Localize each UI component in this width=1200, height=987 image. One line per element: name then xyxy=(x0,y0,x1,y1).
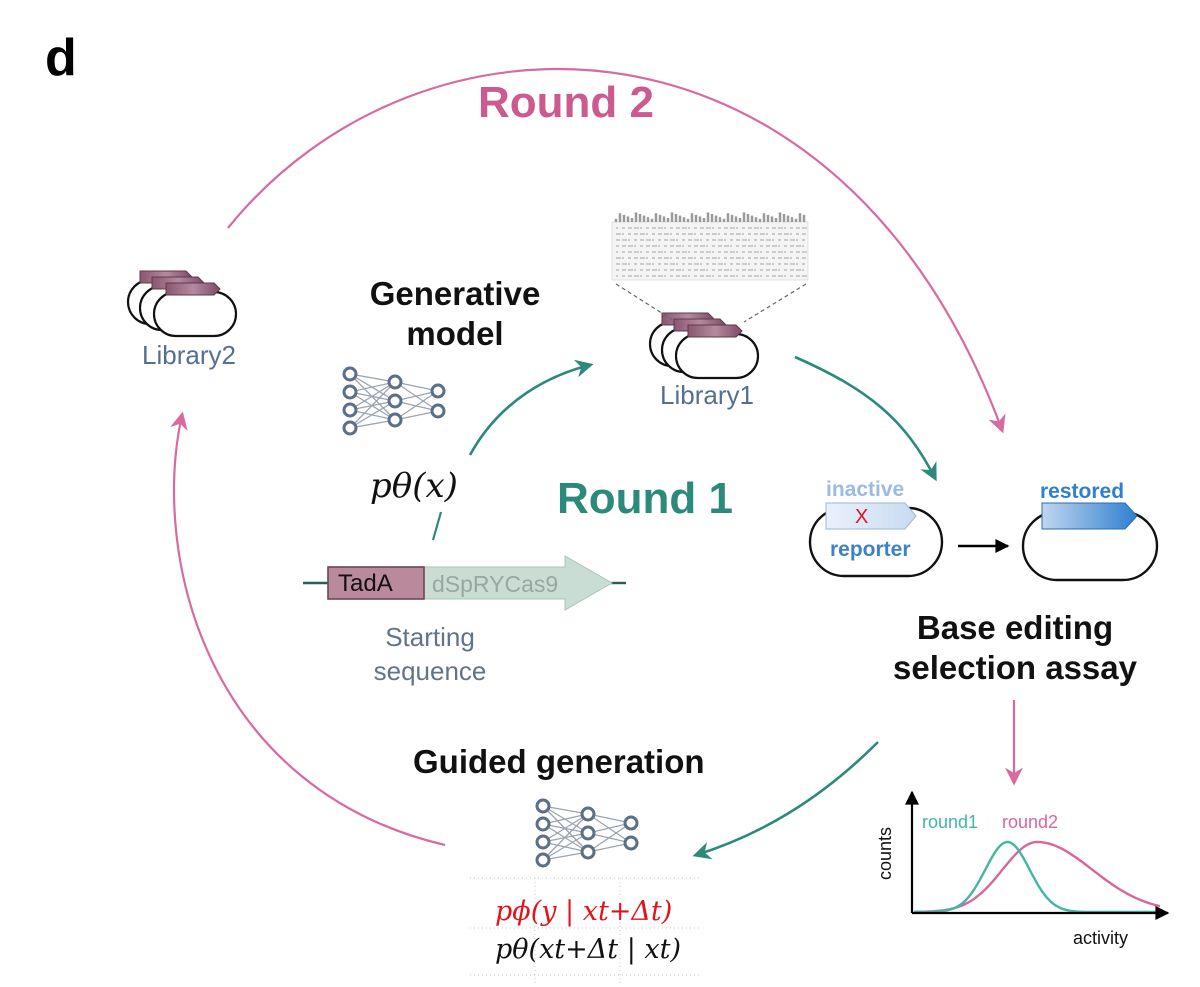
generative-model-title: Generative model xyxy=(345,274,565,354)
guided-generation-title: Guided generation xyxy=(413,743,705,780)
assay-title-line2: selection assay xyxy=(893,649,1137,686)
guided-generation-network-icon xyxy=(535,798,639,868)
round1-title: Round 1 xyxy=(557,474,733,523)
library1-label: Library1 xyxy=(660,380,754,410)
library2-plasmid-icon xyxy=(126,269,238,338)
generative-model-title-line1: Generative xyxy=(369,275,541,312)
inactive-label: inactive xyxy=(826,478,905,501)
round2-arc-left xyxy=(170,411,446,847)
chart-series-label-round2: round2 xyxy=(1002,812,1059,832)
round1-arc-model-to-library1 xyxy=(468,359,594,456)
starting-sequence-caption: Starting sequence xyxy=(330,620,530,688)
dspry-cas9-gene xyxy=(423,555,614,611)
restored-label: restored xyxy=(1040,480,1125,503)
round2-arc-top xyxy=(227,67,1006,434)
reporter-label: reporter xyxy=(830,538,911,561)
activity-distribution-chart xyxy=(905,790,1170,920)
mutation-mark: X xyxy=(855,506,869,528)
tada-label: TadA xyxy=(338,570,393,597)
tada-gene xyxy=(327,566,425,600)
dspry-cas9-label: dSpRYCas9 xyxy=(432,571,559,597)
guided-formula-line2: pθ(xt+Δt | xt) xyxy=(495,934,681,965)
starting-sequence-caption-line2: sequence xyxy=(373,656,487,686)
inactive-reporter-plasmid xyxy=(808,502,944,578)
round2-title: Round 2 xyxy=(478,78,654,127)
formula-dotted-grid xyxy=(470,877,700,985)
assay-title: Base editing selection assay xyxy=(860,608,1170,688)
round1-arc-assay-to-guided xyxy=(692,741,879,860)
restored-reporter-plasmid xyxy=(1021,502,1159,582)
generative-model-formula: pθ(x) xyxy=(370,466,458,506)
library1-plasmid-icon xyxy=(648,311,760,380)
chart-y-axis-label: counts xyxy=(875,826,895,880)
chart-series-curve-round2 xyxy=(914,840,1161,914)
chart-x-axis-label: activity xyxy=(1073,928,1129,948)
starting-sequence-construct xyxy=(303,555,626,611)
sequence-alignment-icon xyxy=(611,212,809,323)
generative-model-network-icon xyxy=(342,366,446,436)
generative-model-title-line2: model xyxy=(406,315,504,352)
assay-title-line1: Base editing xyxy=(916,609,1114,646)
library2-label: Library2 xyxy=(142,340,236,370)
chart-series-label-round1: round1 xyxy=(922,812,979,832)
round1-arc-library1-to-assay xyxy=(794,355,937,482)
round1-arc-start-to-library1 xyxy=(431,511,443,541)
chart-series-curve-round1 xyxy=(914,840,1160,914)
guided-formula-line1: pϕ(y | xt+Δt) xyxy=(495,896,673,927)
panel-label: d xyxy=(45,29,77,87)
starting-sequence-caption-line1: Starting xyxy=(385,622,475,652)
